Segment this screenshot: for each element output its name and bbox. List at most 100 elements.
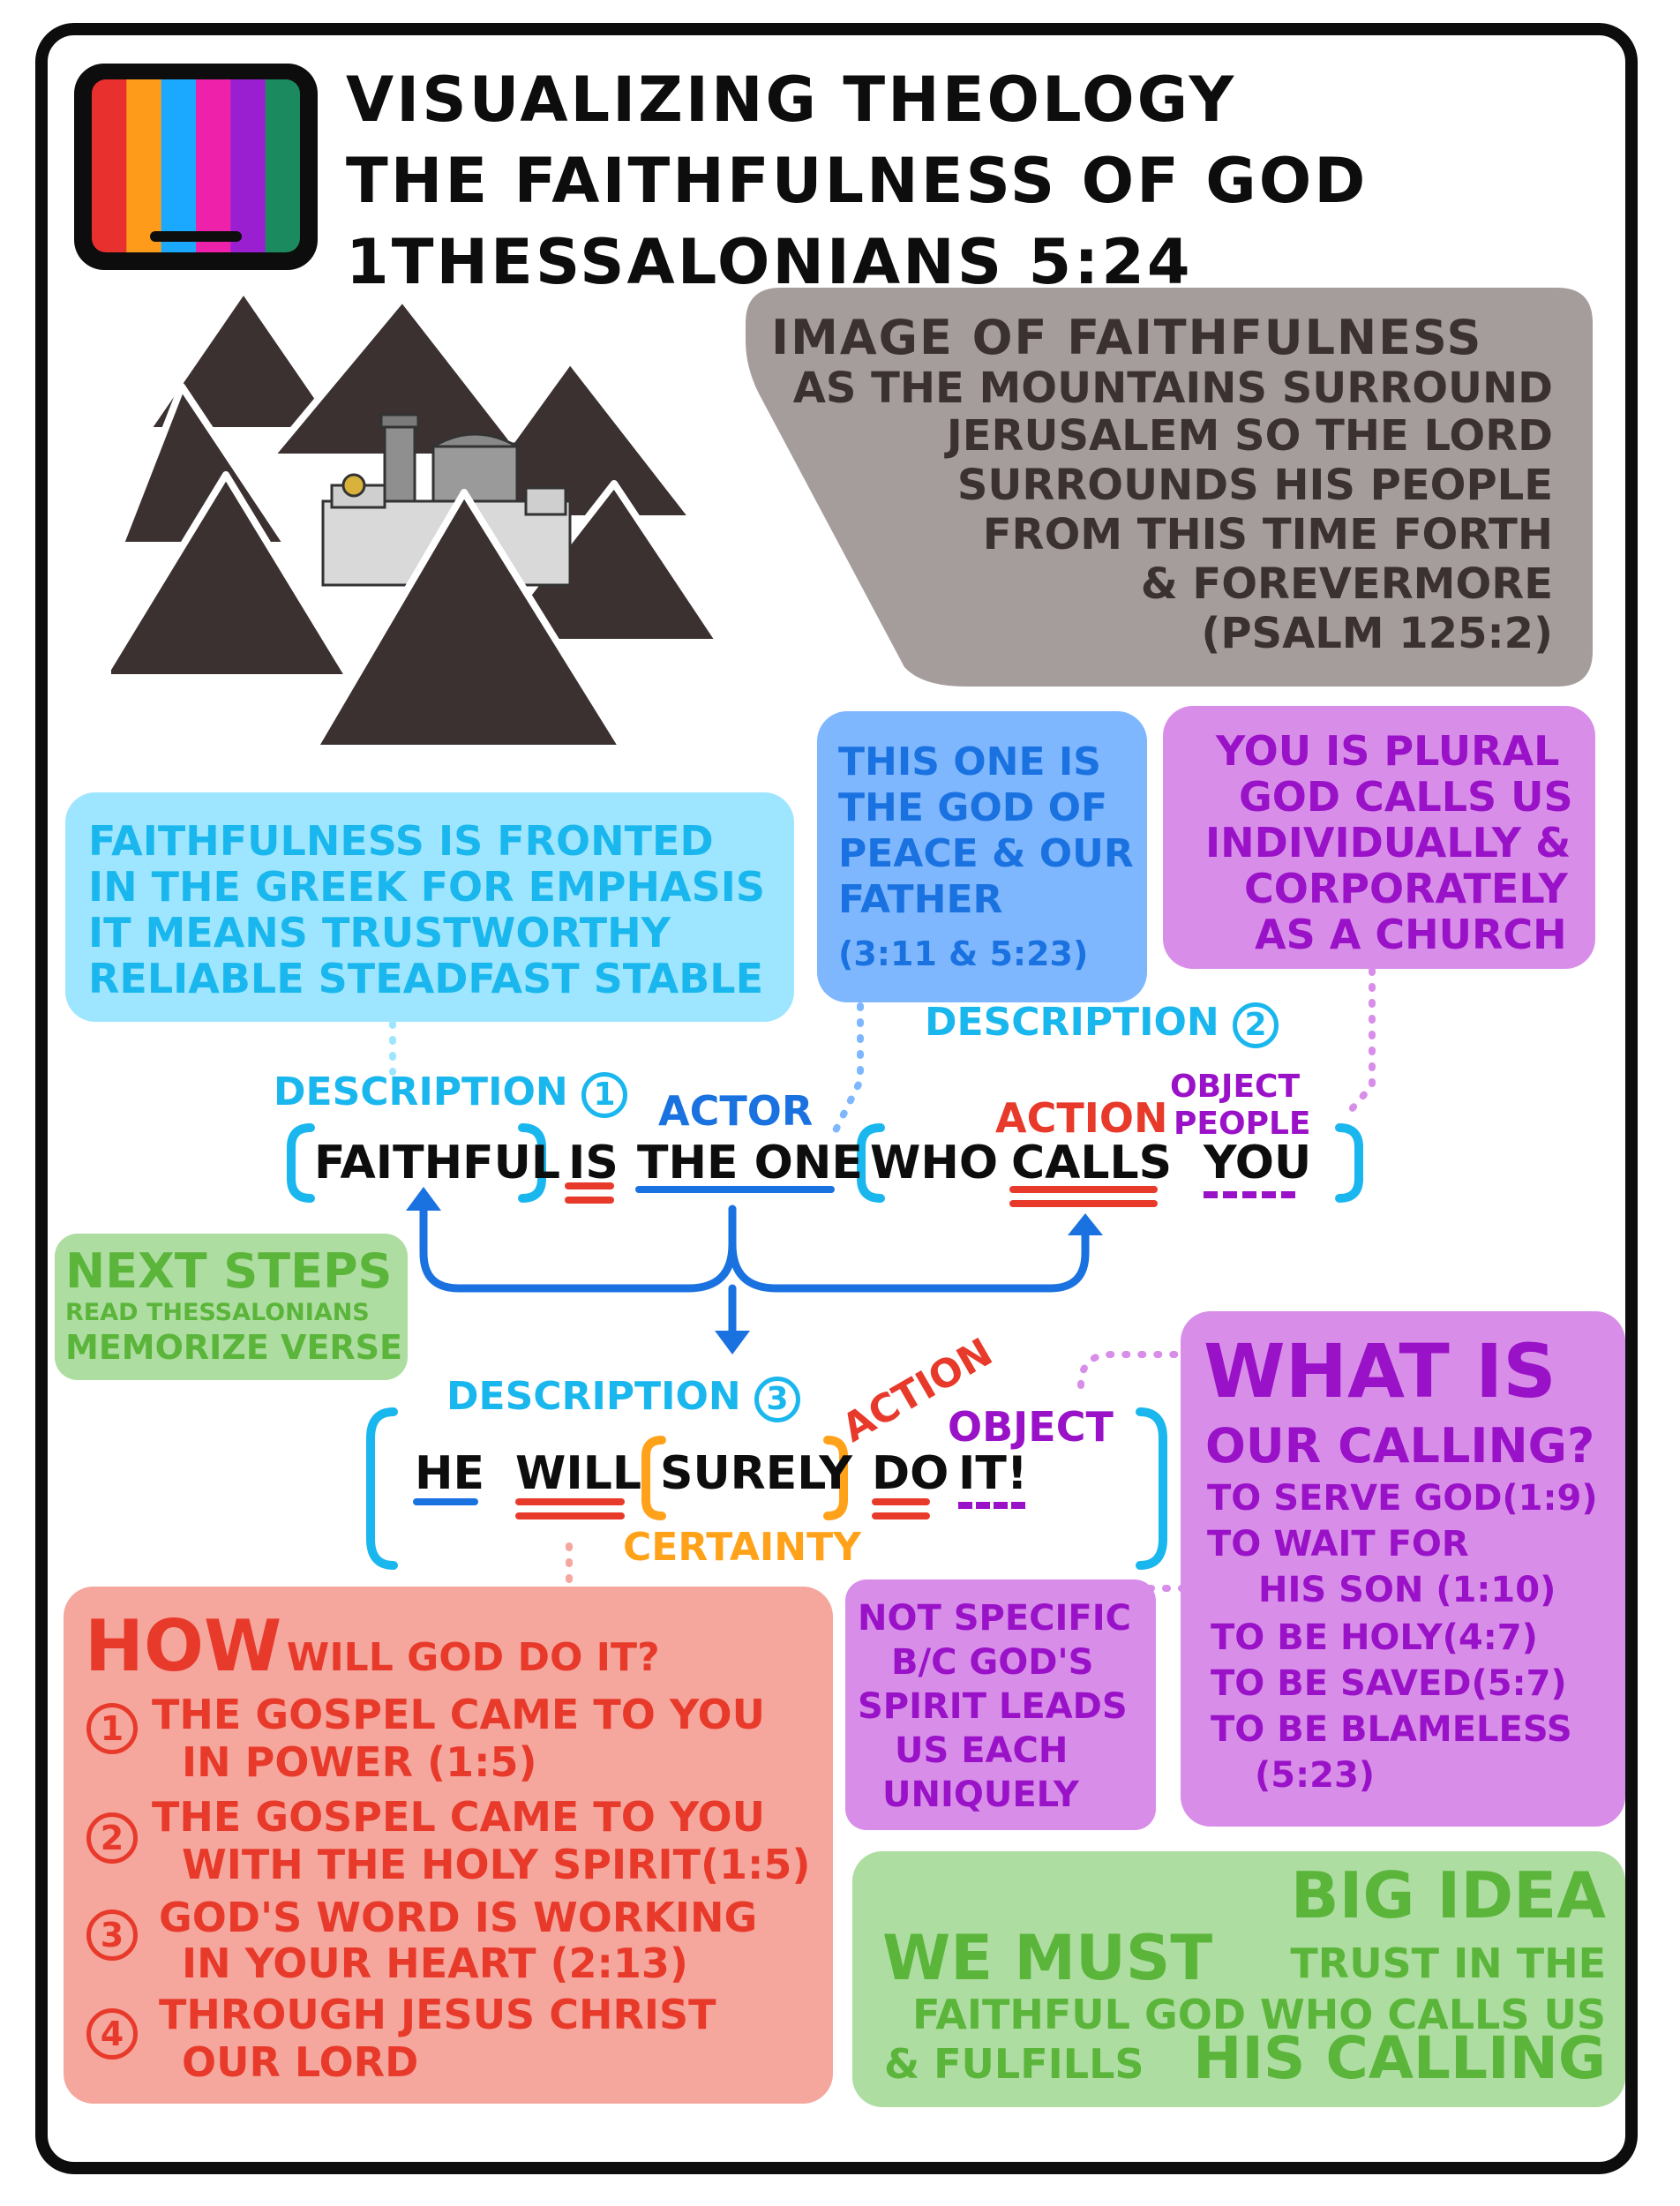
not-specific-box: [845, 1579, 1156, 1830]
image-box-line-6: (PSALM 125:2): [1201, 609, 1553, 658]
word-faithful: FAITHFUL: [314, 1137, 561, 1189]
logo-color-bar: [230, 79, 266, 252]
calling-line-3: HIS SON (1:10): [1258, 1570, 1556, 1610]
image-box-line-3: SURROUNDS HIS PEOPLE: [956, 461, 1553, 510]
image-box-line-4: FROM THIS TIME FORTH: [982, 510, 1553, 559]
this-one-line-1: THIS ONE IS: [838, 739, 1101, 784]
faithfulness-line-4: RELIABLE STEADFAST STABLE: [88, 955, 763, 1002]
you-plural-line-5: AS A CHURCH: [1255, 911, 1567, 958]
actor-label: ACTOR: [658, 1087, 814, 1135]
title-line-2: THE FAITHFULNESS OF GOD: [346, 145, 1369, 217]
word-who: WHO: [870, 1137, 999, 1189]
underline-is-2: [565, 1197, 614, 1204]
how-item-1-number: 1: [86, 1703, 138, 1754]
how-heading: HOW WILL GOD DO IT?: [85, 1605, 660, 1687]
mountains-jerusalem-illustration: [99, 286, 729, 784]
how-item-4-line-2: OUR LORD: [182, 2038, 419, 2086]
next-steps-line-1: READ THESSALONIANS: [65, 1299, 370, 1326]
underline-it-dashed: [958, 1502, 1025, 1509]
underline-will-2: [515, 1512, 625, 1519]
how-item-1-line-1: THE GOSPEL CAME TO YOU: [152, 1691, 765, 1738]
how-item-1-line-2: IN POWER (1:5): [182, 1738, 537, 1786]
description-3-number: 3: [754, 1377, 801, 1422]
underline-do-2: [872, 1512, 930, 1519]
next-steps-box: [55, 1234, 408, 1380]
how-heading-rest: WILL GOD DO IT?: [286, 1635, 660, 1680]
description-1-number: 1: [581, 1072, 628, 1118]
you-is-plural-box: [1163, 706, 1595, 969]
word-do: DO: [872, 1447, 949, 1500]
faithfulness-line-1: FAITHFULNESS IS FRONTED: [88, 817, 714, 865]
calling-line-2: TO WAIT FOR: [1207, 1524, 1469, 1564]
underline-he: [413, 1498, 478, 1505]
calling-line-4: TO BE HOLY(4:7): [1211, 1617, 1538, 1658]
word-will: WILL: [515, 1447, 641, 1500]
how-item-3-line-1: GOD'S WORD IS WORKING: [159, 1894, 758, 1941]
how-item-2-line-2: WITH THE HOLY SPIRIT(1:5): [182, 1841, 811, 1888]
tv-logo-icon: [69, 58, 323, 275]
how-will-god-do-it-box: [64, 1587, 833, 2104]
this-one-line-3: PEACE & OUR: [838, 831, 1134, 876]
description-2-number: 2: [1233, 1002, 1279, 1048]
not-specific-line-3: SPIRIT LEADS: [858, 1686, 1128, 1727]
people-label: PEOPLE: [1174, 1106, 1311, 1142]
word-surely: SURELY: [660, 1447, 852, 1500]
underline-calls-1: [1009, 1186, 1158, 1193]
how-item-4-line-1: THROUGH JESUS CHRIST: [159, 1991, 716, 2038]
image-of-faithfulness-box: [746, 288, 1593, 687]
logo-color-bar: [126, 79, 162, 252]
description-3-label: DESCRIPTION 3: [446, 1377, 801, 1422]
you-plural-line-4: CORPORATELY: [1244, 865, 1568, 912]
title-line-1: VISUALIZING THEOLOGY: [346, 64, 1237, 136]
faithfulness-line-2: IN THE GREEK FOR EMPHASIS: [88, 863, 765, 911]
calling-line-6: TO BE BLAMELESS: [1211, 1709, 1572, 1750]
certainty-label: CERTAINTY: [623, 1525, 861, 1570]
calling-heading-2: OUR CALLING?: [1205, 1418, 1595, 1474]
this-one-line-4: FATHER: [838, 877, 1003, 922]
how-item-4-number: 4: [86, 2008, 138, 2060]
big-idea-line-3a: & FULFILLS: [884, 2040, 1144, 2088]
calling-heading-1: WHAT IS: [1204, 1328, 1556, 1414]
you-plural-line-2: GOD CALLS US: [1239, 773, 1573, 821]
how-item-2-number: 2: [86, 1812, 138, 1864]
not-specific-line-1: NOT SPECIFIC: [858, 1598, 1131, 1639]
big-idea-line-3b: HIS CALLING: [1193, 2024, 1606, 2092]
next-steps-line-2: MEMORIZE VERSE: [65, 1328, 402, 1367]
how-item-3-line-2: IN YOUR HEART (2:13): [182, 1940, 688, 1987]
description-1-label: DESCRIPTION 1: [274, 1072, 628, 1118]
underline-the-one: [635, 1186, 835, 1193]
faithfulness-fronted-box: [65, 792, 794, 1022]
underline-calls-2: [1009, 1200, 1158, 1207]
faithfulness-line-3: IT MEANS TRUSTWORTHY: [88, 909, 671, 957]
how-item-3-number: 3: [86, 1910, 138, 1961]
not-specific-line-4: US EACH: [895, 1730, 1069, 1771]
word-calls: CALLS: [1011, 1137, 1173, 1189]
logo-color-bar: [196, 79, 231, 252]
image-box-heading: IMAGE OF FAITHFULNESS: [771, 310, 1483, 365]
logo-color-bar: [92, 79, 127, 252]
word-is: IS: [568, 1137, 619, 1189]
image-box-line-1: AS THE MOUNTAINS SURROUND: [792, 364, 1553, 413]
calling-line-1: TO SERVE GOD(1:9): [1207, 1478, 1598, 1519]
image-box-line-2: JERUSALEM SO THE LORD: [946, 411, 1553, 461]
not-specific-line-5: UNIQUELY: [882, 1775, 1079, 1815]
word-the-one: THE ONE: [637, 1137, 863, 1189]
underline-will-1: [515, 1498, 625, 1505]
not-specific-line-2: B/C GOD'S: [891, 1642, 1094, 1683]
this-one-is-box: [817, 711, 1147, 1002]
our-calling-box: [1181, 1311, 1625, 1827]
object-label-2: OBJECT: [948, 1403, 1114, 1451]
big-idea-line-2: FAITHFUL GOD WHO CALLS US: [912, 1991, 1606, 2038]
underline-is-1: [565, 1182, 614, 1189]
you-plural-line-3: INDIVIDUALLY &: [1205, 819, 1571, 867]
logo-color-bar: [265, 79, 300, 252]
word-he: HE: [415, 1447, 485, 1500]
word-it: IT!: [958, 1447, 1028, 1500]
this-one-line-5: (3:11 & 5:23): [838, 934, 1089, 973]
title-line-3: 1THESSALONIANS 5:24: [346, 226, 1193, 298]
description-2-label: DESCRIPTION 2: [925, 1002, 1279, 1048]
calling-line-7: (5:23): [1255, 1755, 1376, 1796]
big-idea-heading: BIG IDEA: [1290, 1858, 1606, 1932]
how-item-2-line-1: THE GOSPEL CAME TO YOU: [152, 1793, 765, 1841]
